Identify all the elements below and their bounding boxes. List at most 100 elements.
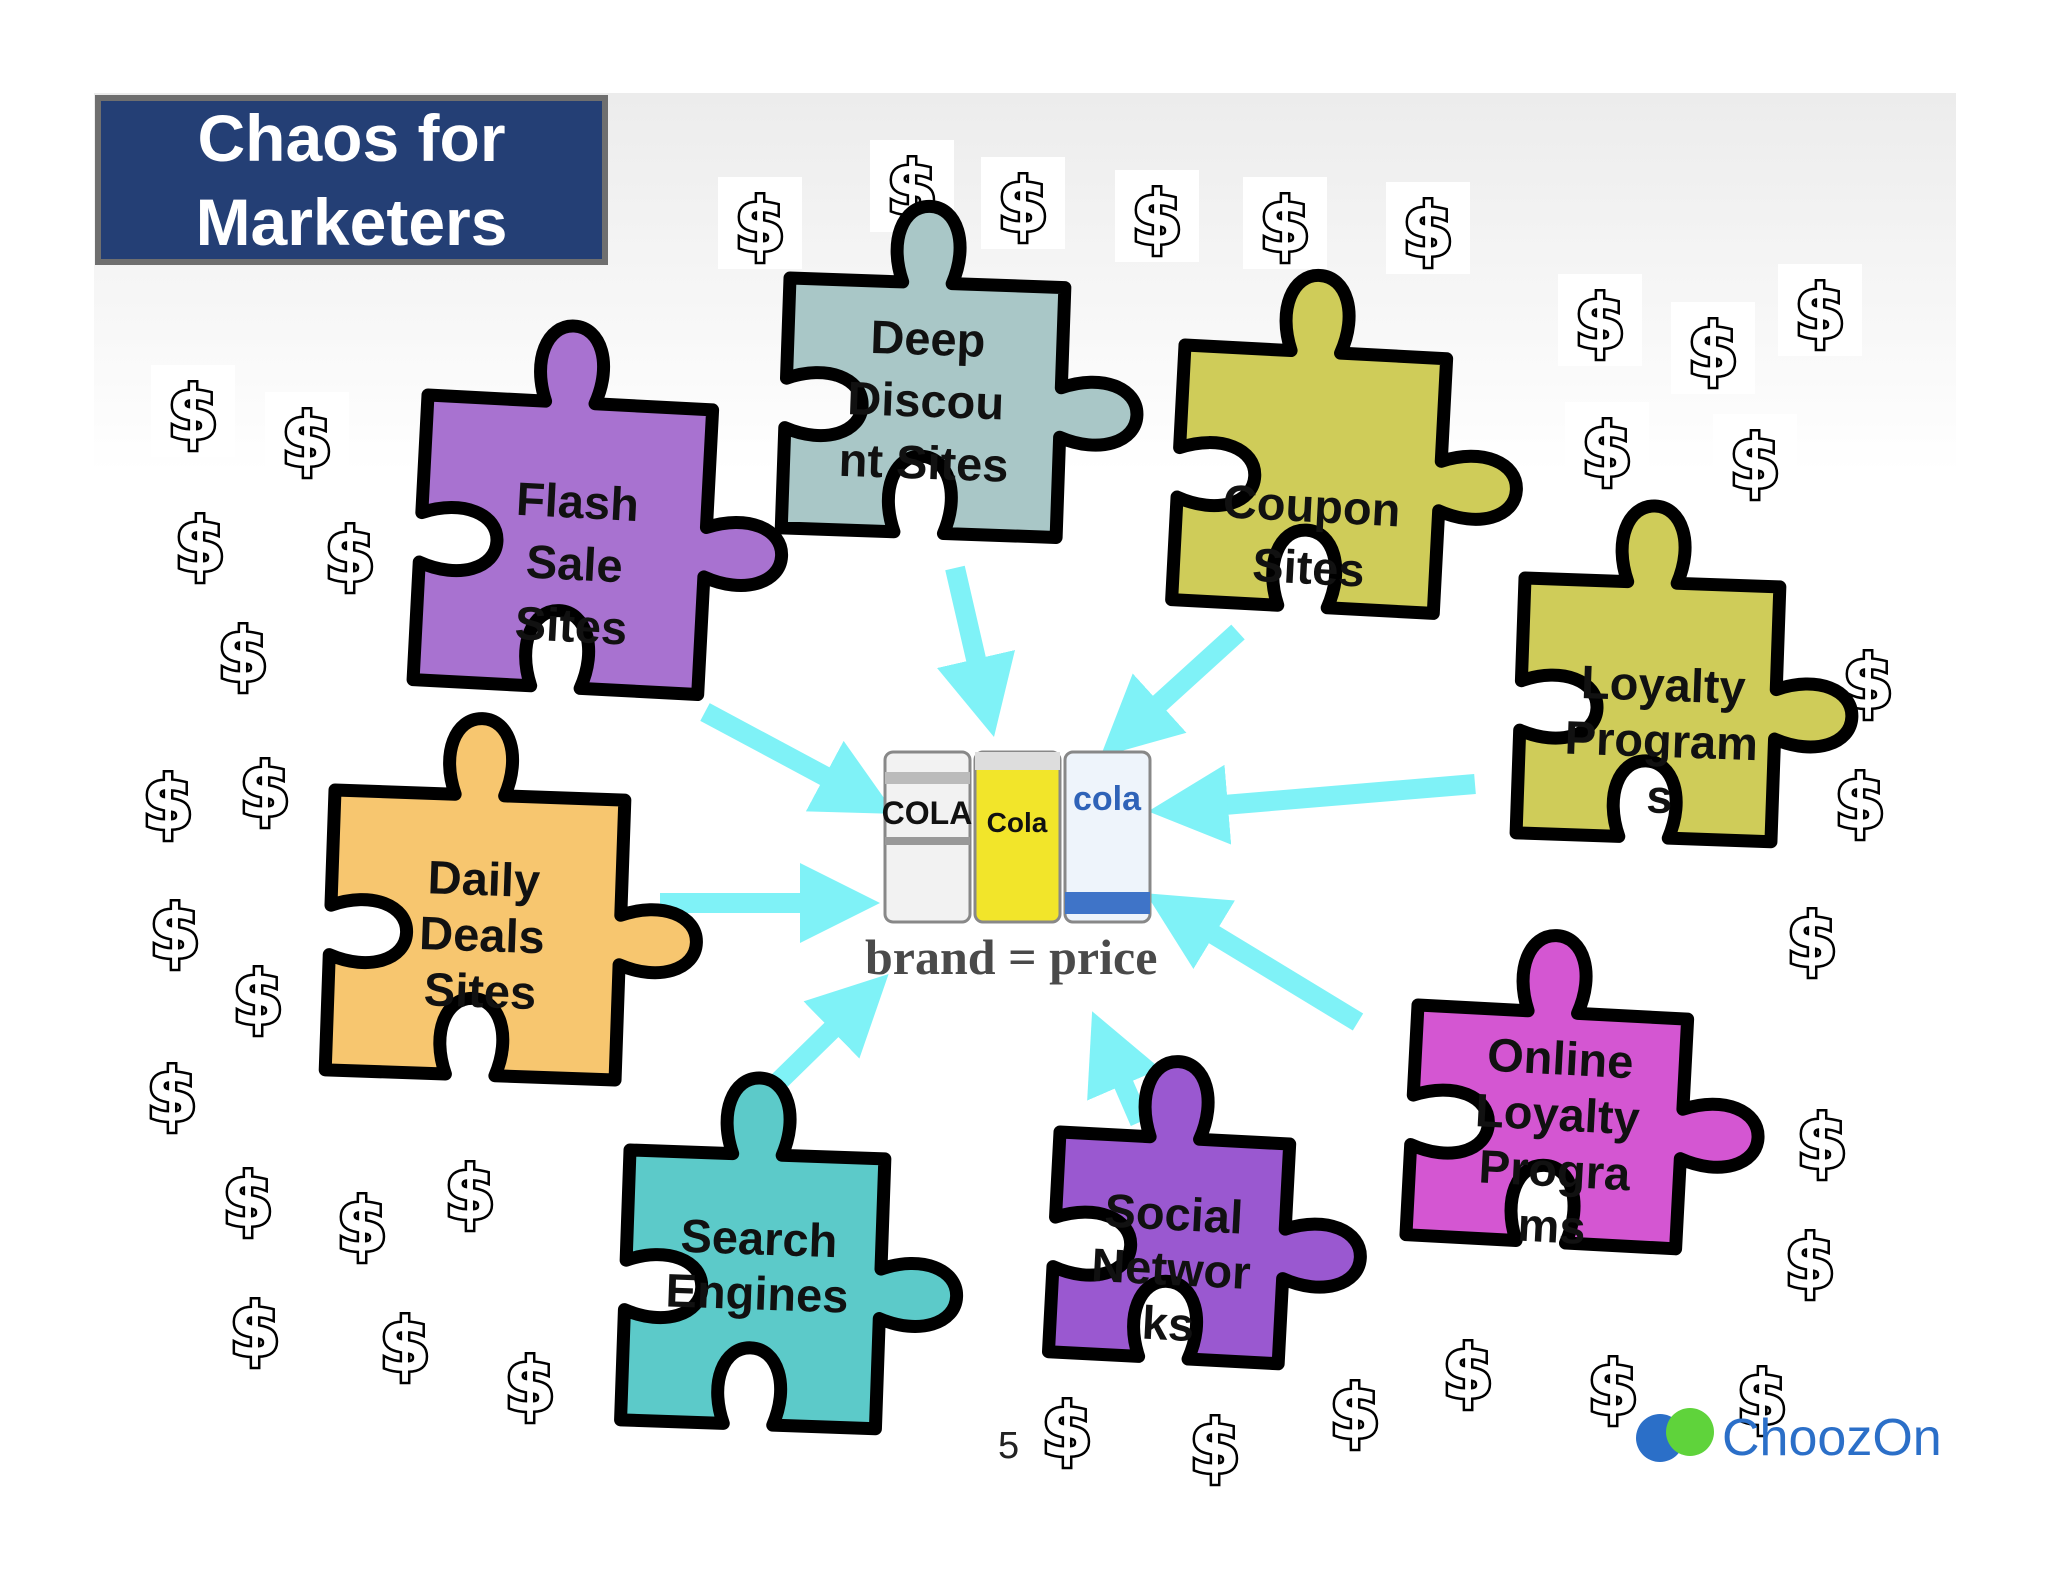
dollar-sign-bg	[216, 950, 300, 1042]
dollar-sign-bg	[206, 1152, 290, 1244]
dollar-sign-bg	[1313, 1364, 1397, 1456]
arrow-loyalty	[1148, 764, 1476, 845]
dollar-sign-bg	[201, 607, 285, 699]
arrow-search-engines	[763, 974, 889, 1098]
dollar-sign-bg	[1571, 1340, 1655, 1432]
piece-label-line: Sites	[1251, 538, 1366, 597]
page-number: 5	[998, 1425, 1019, 1467]
dollar-sign-icon: $	[222, 1158, 274, 1244]
piece-label-line: nt Sites	[838, 433, 1010, 492]
dollar-sign-bg	[428, 1145, 512, 1237]
dollar-sign-bg	[1780, 1094, 1864, 1186]
piece-label-line: Networ	[1090, 1238, 1252, 1299]
puzzle-piece-shape	[774, 199, 1144, 544]
puzzle-piece-shape	[614, 1071, 964, 1436]
piece-label-line: ks	[1141, 1296, 1196, 1352]
dollar-sign-icon: $	[504, 1343, 556, 1429]
can-white: COLA	[882, 750, 973, 924]
arrow-deep-discount	[937, 565, 1015, 737]
dollar-sign-icon: $	[149, 890, 201, 976]
dollar-sign-bg	[320, 1177, 404, 1269]
dollar-sign-icon: $	[1834, 760, 1886, 846]
puzzle-piece-shape	[318, 712, 703, 1087]
dollar-sign-icon: $	[1687, 308, 1739, 394]
piece-label-line: Online	[1486, 1028, 1635, 1089]
piece-label-line: Daily	[427, 850, 541, 907]
dollar-sign-icon: $	[239, 748, 291, 834]
dollar-sign-bg	[133, 884, 217, 976]
can-yellow: Cola	[973, 750, 1062, 924]
dollar-sign-icon: $	[1796, 1100, 1848, 1186]
dollar-sign-bg	[1426, 1324, 1510, 1416]
dollar-sign-bg	[308, 507, 392, 599]
slide-title: Chaos for Marketers	[95, 95, 608, 265]
dollar-sign-icon: $	[1786, 898, 1838, 984]
title-line-2: Marketers	[195, 185, 508, 259]
piece-label-line: Loyalty	[1580, 655, 1746, 714]
dollar-sign-icon: $	[1587, 1346, 1639, 1432]
dollar-sign-icon: $	[1581, 408, 1633, 494]
dollar-sign-icon: $	[281, 398, 333, 484]
puzzle-piece-shape	[1509, 499, 1859, 849]
piece-label-line: Progra	[1478, 1139, 1633, 1200]
dollar-sign-bg	[265, 392, 349, 484]
piece-label-line: Engines	[665, 1263, 850, 1322]
dollar-sign-bg	[1386, 182, 1470, 274]
dollar-sign-bg	[1115, 170, 1199, 262]
dollar-sign-icon: $	[142, 761, 194, 847]
dollar-sign-bg	[1713, 414, 1797, 506]
dollar-sign-bg	[1565, 402, 1649, 494]
dollar-sign-icon: $	[997, 163, 1049, 249]
dollar-sign-bg	[1778, 264, 1862, 356]
piece-label-line: Deep	[870, 310, 987, 367]
dollar-sign-icon: $	[1784, 1220, 1836, 1306]
dollar-sign-icon: $	[167, 371, 219, 457]
can-label-1: COLA	[882, 795, 973, 831]
dollar-sign-icon: $	[1131, 176, 1183, 262]
dollar-sign-icon: $	[146, 1053, 198, 1139]
arrow-online-loyalty	[1145, 893, 1364, 1031]
piece-label-line: Sites	[514, 596, 629, 655]
arrow-flash-sale	[700, 703, 896, 814]
piece-label-line: Deals	[418, 906, 545, 963]
piece-label-line: Program	[1564, 711, 1759, 771]
piece-label-line: Search	[680, 1209, 839, 1267]
dollar-sign-icon: $	[229, 1288, 281, 1374]
can-label-2: Cola	[987, 807, 1048, 838]
choozon-logo: ChoozOn	[1636, 1408, 1942, 1467]
dollar-sign-bg	[981, 157, 1065, 249]
can-label-3: cola	[1073, 780, 1142, 818]
dollar-signs: $$$$$$$$$$$$$$$$$$$$$$$$$$$$$$$$$$$$$$	[126, 140, 1910, 1494]
dollar-sign-icon: $	[174, 503, 226, 589]
dollar-sign-icon: $	[1259, 183, 1311, 269]
dollar-sign-icon: $	[379, 1303, 431, 1389]
piece-label-line: Loyalty	[1474, 1083, 1641, 1145]
dollar-sign-icon: $	[734, 183, 786, 269]
piece-label-line: Sites	[423, 962, 537, 1019]
dollar-sign-bg	[488, 1337, 572, 1429]
dollar-sign-bg	[1671, 302, 1755, 394]
puzzle-piece-shape	[1165, 268, 1523, 620]
logo-text: ChoozOn	[1722, 1409, 1942, 1467]
dollar-sign-icon: $	[1402, 188, 1454, 274]
dollar-sign-bg	[1558, 274, 1642, 366]
dollar-sign-bg	[223, 742, 307, 834]
dollar-sign-icon: $	[1794, 270, 1846, 356]
dollar-sign-bg	[158, 497, 242, 589]
dollar-sign-icon: $	[1574, 280, 1626, 366]
dollar-sign-bg	[130, 1047, 214, 1139]
brand-price-caption: brand = price	[865, 929, 1157, 985]
dollar-sign-icon: $	[1041, 1388, 1093, 1474]
puzzle-piece-shape	[1041, 1055, 1367, 1371]
dollar-sign-icon: $	[324, 513, 376, 599]
dollar-sign-icon: $	[1442, 1330, 1494, 1416]
logo-green-dot	[1666, 1408, 1714, 1456]
cola-cans: COLA Cola cola brand = price	[865, 750, 1157, 985]
title-line-1: Chaos for	[197, 101, 506, 175]
